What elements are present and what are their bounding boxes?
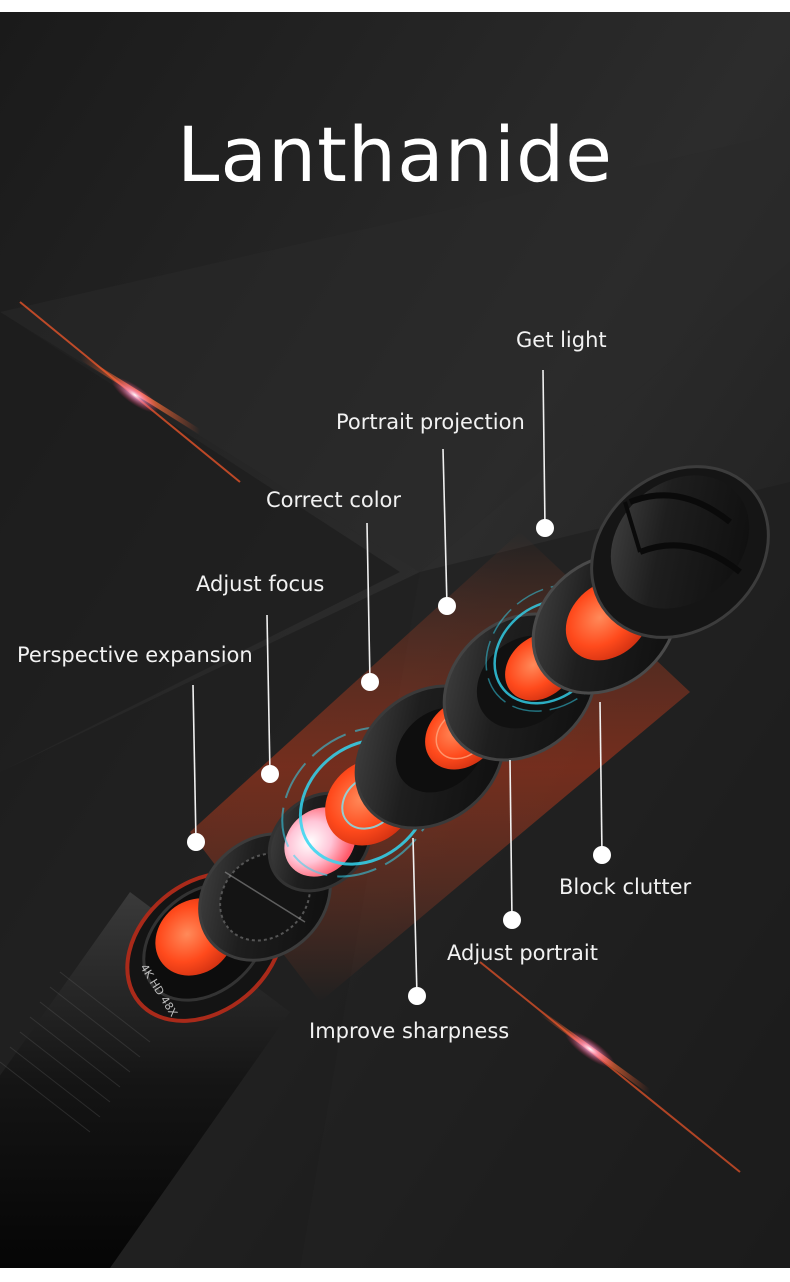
background-facet: [0, 132, 790, 572]
page-title: Lanthanide: [177, 110, 613, 199]
light-streak-right: [479, 961, 741, 1173]
background-facet: [0, 312, 400, 772]
lens-cap: [590, 465, 770, 639]
callout-dots: [187, 519, 611, 1005]
callout-lines: [192, 369, 603, 997]
label-block-clutter: Block clutter: [559, 875, 692, 899]
label-improve-sharpness: Improve sharpness: [309, 1019, 510, 1043]
label-adjust-portrait: Adjust portrait: [447, 941, 598, 965]
label-portrait-projection: Portrait projection: [336, 410, 525, 434]
label-get-light: Get light: [516, 328, 607, 352]
light-streak-left: [19, 301, 241, 483]
label-perspective-expansion: Perspective expansion: [17, 643, 253, 667]
lens-exploded-illustration: 4K HD 48X: [0, 12, 790, 1268]
label-adjust-focus: Adjust focus: [196, 572, 325, 596]
label-correct-color: Correct color: [266, 488, 402, 512]
product-panel: 4K HD 48X: [0, 12, 790, 1268]
